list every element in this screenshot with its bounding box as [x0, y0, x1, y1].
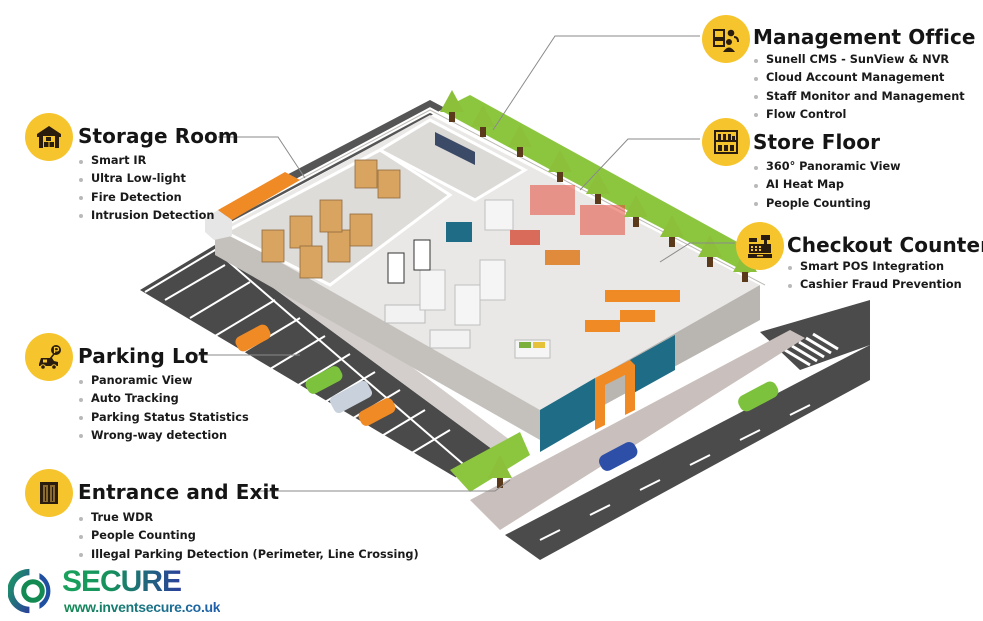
gate-icon [40, 482, 58, 504]
feature-item: Wrong-way detection [78, 427, 249, 445]
parking-lines [144, 248, 472, 489]
checkout-counter-badge [736, 222, 784, 270]
feature-item: True WDR [78, 509, 419, 527]
store-shelves [384, 185, 625, 359]
team-monitor-icon [713, 29, 739, 52]
storefront-glass-right [630, 335, 675, 395]
warehouse-icon [37, 126, 61, 148]
feature-item: AI Heat Map [753, 176, 901, 194]
street-car-green [738, 381, 779, 412]
checkout-counters [585, 290, 680, 332]
checkout-counter-title: Checkout Counter [787, 233, 983, 257]
kiosk [387, 252, 405, 284]
feature-item: Intrusion Detection [78, 207, 214, 225]
storefront-glass-left [540, 378, 595, 452]
office-room [376, 118, 529, 202]
grass-corner [450, 432, 530, 492]
feature-item: Panoramic View [78, 372, 249, 390]
video-wall [435, 132, 475, 165]
storage-room-badge [25, 113, 73, 161]
watermark-brand: SECURE [62, 565, 182, 598]
feature-item: Flow Control [753, 106, 965, 124]
truck-trailer [218, 172, 300, 220]
kiosk [413, 239, 431, 271]
feature-item: 360° Panoramic View [753, 158, 901, 176]
feature-item: Ultra Low-light [78, 170, 214, 188]
feature-item: Cloud Account Management [753, 69, 965, 87]
crosswalk [784, 332, 839, 367]
sidewalk [470, 330, 805, 530]
parking-car-icon [39, 345, 61, 370]
shelf-icon [714, 130, 738, 154]
store-floor-badge [702, 118, 750, 166]
parking-lot [140, 245, 500, 480]
management-office-badge [702, 15, 750, 63]
store-floor-features: 360° Panoramic View AI Heat Map People C… [753, 158, 901, 213]
feature-item: Illegal Parking Detection (Perimeter, Li… [78, 546, 419, 564]
management-office-title: Management Office [753, 25, 976, 49]
inventsecure-watermark: SECURE www.inventsecure.co.uk [8, 566, 308, 618]
feature-item: Cashier Fraud Prevention [787, 276, 962, 294]
cash-register-icon [748, 235, 772, 258]
feature-item: Fire Detection [78, 189, 214, 207]
road-markings [539, 404, 811, 541]
feature-item: People Counting [78, 527, 419, 545]
parked-cars [235, 324, 396, 426]
feature-item: Sunell CMS - SunView & NVR [753, 51, 965, 69]
parking-lot-features: Panoramic View Auto Tracking Parking Sta… [78, 372, 249, 445]
checkout-counter-features: Smart POS Integration Cashier Fraud Prev… [787, 258, 962, 295]
storage-room-features: Smart IR Ultra Low-light Fire Detection … [78, 152, 214, 225]
truck-cab [205, 210, 232, 240]
building-front-wall [215, 225, 540, 440]
street [505, 345, 870, 560]
leader-lines [195, 35, 735, 492]
street-car-blue [599, 442, 638, 471]
feature-item: Staff Monitor and Management [753, 88, 965, 106]
management-office-features: Sunell CMS - SunView & NVR Cloud Account… [753, 51, 965, 124]
watermark-url: www.inventsecure.co.uk [64, 599, 221, 615]
store-window [446, 222, 472, 242]
storage-room-title: Storage Room [78, 124, 239, 148]
secure-logo-mark-icon [8, 568, 51, 614]
feature-item: Smart IR [78, 152, 214, 170]
store-floor-title: Store Floor [753, 130, 881, 154]
storage-racks [261, 159, 401, 279]
parking-lot-title: Parking Lot [78, 344, 209, 368]
feature-item: Auto Tracking [78, 390, 249, 408]
parking-lot-badge [25, 333, 73, 381]
entrance-exit-features: True WDR People Counting Illegal Parking… [78, 509, 419, 564]
feature-item: Parking Status Statistics [78, 409, 249, 427]
feature-item: Smart POS Integration [787, 258, 962, 276]
feature-item: People Counting [753, 195, 901, 213]
entrance-exit-badge [25, 469, 73, 517]
entrance-exit-title: Entrance and Exit [78, 480, 280, 504]
entrance-arch [595, 360, 635, 430]
